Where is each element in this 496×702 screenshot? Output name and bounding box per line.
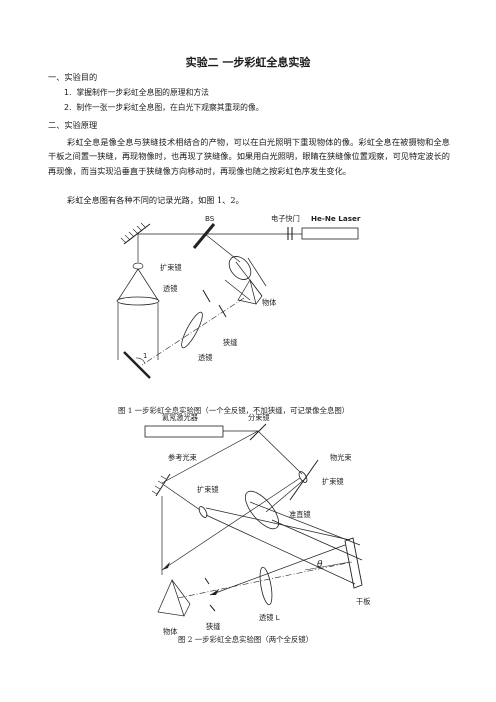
label-slit: 狭缝: [206, 622, 220, 631]
beam-line: [265, 477, 307, 513]
label-collimator: 准直镜: [289, 510, 311, 519]
document-title: 实验二 一步彩虹全息实验: [185, 56, 311, 69]
label-reference-beam: 参考光束: [168, 453, 197, 462]
optical-axis: [177, 561, 353, 599]
mirror: [155, 473, 171, 497]
label-splitter: 分束镜: [248, 413, 270, 422]
label-bs: BS: [205, 214, 215, 223]
item-text: 掌握制作一步彩虹全息图的原理和方法: [76, 88, 209, 97]
label-plate: 干板: [356, 597, 370, 606]
figure-1-caption: 图 1 一步彩虹全息实验图（一个全反镜，不加狭缝，可记录像全息图）: [118, 406, 350, 415]
beam-line: [163, 484, 201, 511]
principle-paragraph: 彩虹全息是像全息与狭缝技术相结合的产物，可以在白光照明下重现物体的像。彩虹全息在…: [48, 137, 450, 176]
label-laser: He-Ne Laser: [311, 214, 361, 223]
label-object: 物体: [262, 298, 276, 307]
label-object: 物体: [163, 627, 177, 636]
imaging-lens: [181, 311, 203, 349]
label-lens-lower: 透镜: [198, 353, 212, 362]
arrow-head: [162, 562, 170, 570]
expander-lens: [228, 256, 252, 280]
expander-lens: [298, 471, 308, 483]
mirror-hatch: [120, 222, 147, 244]
optical-axis: [141, 297, 245, 366]
slit-mark: [209, 604, 216, 612]
purpose-item-2: 2. 制作一张一步彩虹全息图，在白光下观察其重现的像。: [64, 102, 264, 113]
label-expander: 扩束镜: [160, 263, 182, 272]
beam-line: [257, 477, 301, 507]
label-lens-l: 透镜 L: [259, 613, 280, 622]
beam-line: [224, 279, 251, 301]
slit-mark: [202, 289, 211, 303]
label-expander-left: 扩束镜: [197, 485, 219, 494]
object-pyramid: [157, 579, 191, 617]
section-heading-purpose: 一、实验目的: [48, 72, 98, 82]
beam-line: [247, 257, 267, 287]
collimating-lens: [116, 296, 160, 306]
lens-l: [259, 566, 273, 606]
beam-line: [249, 501, 361, 546]
beam-line: [205, 507, 351, 541]
beam-line: [205, 514, 356, 585]
slit-mark: [204, 577, 210, 585]
beam-line: [137, 268, 159, 301]
slit-mark: [218, 304, 227, 318]
figure-2-caption: 图 2 一步彩虹全息实验图（两个全反镜）: [178, 635, 314, 644]
object-beam: [257, 430, 303, 475]
label-shutter: 电子快门: [271, 214, 300, 223]
beam-line: [117, 268, 139, 301]
purpose-item-1: 1. 掌握制作一步彩虹全息图的原理和方法: [64, 87, 209, 98]
laser-box: [144, 425, 224, 438]
arrow-head: [210, 589, 219, 595]
collimator-lens: [244, 490, 280, 530]
beam-splitter: [249, 423, 267, 441]
laser-box: [301, 227, 359, 240]
label-lens: 透镜: [163, 284, 177, 293]
item-number: 2.: [64, 103, 72, 112]
label-expander-right: 扩束镜: [322, 477, 344, 486]
item-number: 1.: [64, 88, 72, 97]
section-heading-principle: 二、实验原理: [48, 120, 98, 130]
mirror-hatch: [151, 475, 167, 495]
label-object-beam: 物光束: [330, 453, 352, 462]
reference-beam: [161, 430, 259, 484]
holographic-plate: [123, 351, 151, 379]
angle-ref: [304, 561, 351, 571]
beam-line: [204, 233, 241, 263]
principle-intro: 彩虹全息图有各种不同的记录光路，如图 1、2。: [67, 195, 244, 205]
label-theta: θ: [317, 560, 323, 570]
item-text: 制作一张一步彩虹全息图，在白光下观察其重现的像。: [76, 103, 264, 112]
holographic-plate: [344, 537, 363, 589]
object-pyramid: [237, 279, 263, 305]
label-slit: 狭缝: [223, 338, 237, 347]
angle-label: 1: [143, 352, 147, 360]
expander-lens: [198, 506, 208, 518]
beam-splitter: [192, 223, 216, 249]
label-laser: 氦氖激光器: [162, 413, 198, 422]
beam-line: [161, 505, 259, 571]
